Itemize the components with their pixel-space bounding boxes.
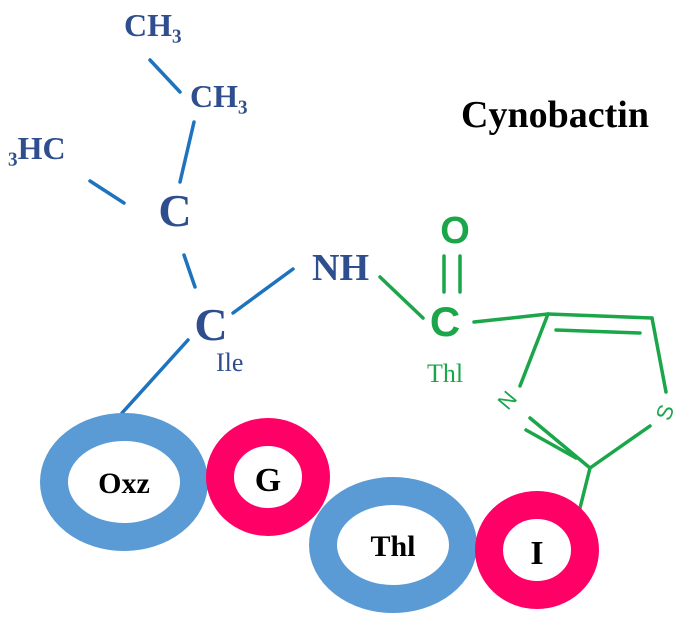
bond-ch3top-ch3mid [148, 58, 182, 94]
ring-s-label: S [651, 401, 680, 423]
ring-c2-n-double [524, 428, 578, 460]
residue-oxz: Oxz [40, 413, 208, 551]
thl-residue-label: Thl [427, 359, 463, 388]
ile-bonds [88, 58, 295, 415]
oxygen-label: O [440, 210, 470, 252]
h3c-label: ₃HC [8, 130, 66, 166]
residue-i: I [475, 491, 599, 609]
bond-h3c-c [88, 179, 126, 205]
ring-n-label: N [493, 386, 522, 414]
residue-ring [309, 477, 477, 613]
ring-c4-c5-double [554, 328, 642, 335]
bond-ch3mid-c [178, 120, 196, 184]
bond-calpha-oxz [120, 338, 190, 415]
residue-label: G [255, 462, 281, 499]
ring-s-c2 [588, 424, 652, 470]
diagram-title: Cynobactin [461, 94, 649, 136]
residue-label: I [530, 535, 543, 572]
bond-c-calpha [182, 253, 197, 289]
residue-thl: Thl [309, 477, 477, 613]
ch3-mid-label: CH₃ [190, 78, 248, 114]
residue-ring [475, 491, 599, 609]
ile-residue-label: Ile [216, 348, 243, 377]
residue-label: Oxz [98, 467, 150, 500]
ring-c4-c5 [546, 312, 654, 320]
ile-group: CH₃ CH₃ ₃HC C C Ile NH [8, 7, 369, 377]
bond-nh-c [378, 275, 425, 320]
nh-label: NH [312, 247, 369, 289]
thl-bonds [378, 254, 668, 510]
bond-c-ring [472, 312, 550, 324]
c-alpha-label: C [194, 299, 227, 350]
ring-n-c4 [518, 312, 550, 388]
c-upper-label: C [158, 185, 191, 236]
ring-c2-n [528, 416, 592, 470]
carbon-label: C [430, 298, 460, 345]
residue-rings: Oxz G Thl I [40, 413, 599, 613]
residue-label: Thl [370, 530, 415, 563]
ch3-top-label: CH₃ [124, 7, 182, 43]
residue-ring [206, 418, 330, 536]
residue-ring [40, 413, 208, 551]
residue-g: G [206, 418, 330, 536]
bond-calpha-nh [231, 267, 295, 315]
bond-c2-ile [578, 466, 592, 510]
ring-c5-s [650, 316, 668, 394]
